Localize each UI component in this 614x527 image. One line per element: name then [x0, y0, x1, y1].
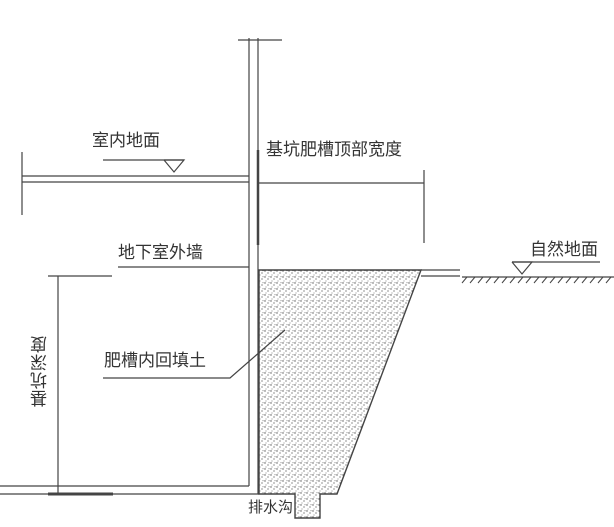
backfill-area [258, 269, 423, 519]
natural-ground-label: 自然地面 [530, 240, 598, 260]
pit-top-width-label: 基坑肥槽顶部宽度 [266, 140, 402, 160]
pit-depth-label: 基坑深度 [31, 335, 51, 407]
ground-hatch-icon [461, 276, 612, 284]
backfill-leader-line [103, 329, 286, 379]
natural-level-triangle-icon [511, 261, 534, 275]
indoor-floor-label: 室内地面 [92, 131, 160, 151]
basement-wall-label: 地下室外墙 [118, 243, 203, 263]
drain-ditch-label: 排水沟 [248, 498, 294, 516]
indoor-level-triangle-icon [163, 159, 186, 173]
backfill-label: 肥槽内回填土 [104, 351, 206, 371]
